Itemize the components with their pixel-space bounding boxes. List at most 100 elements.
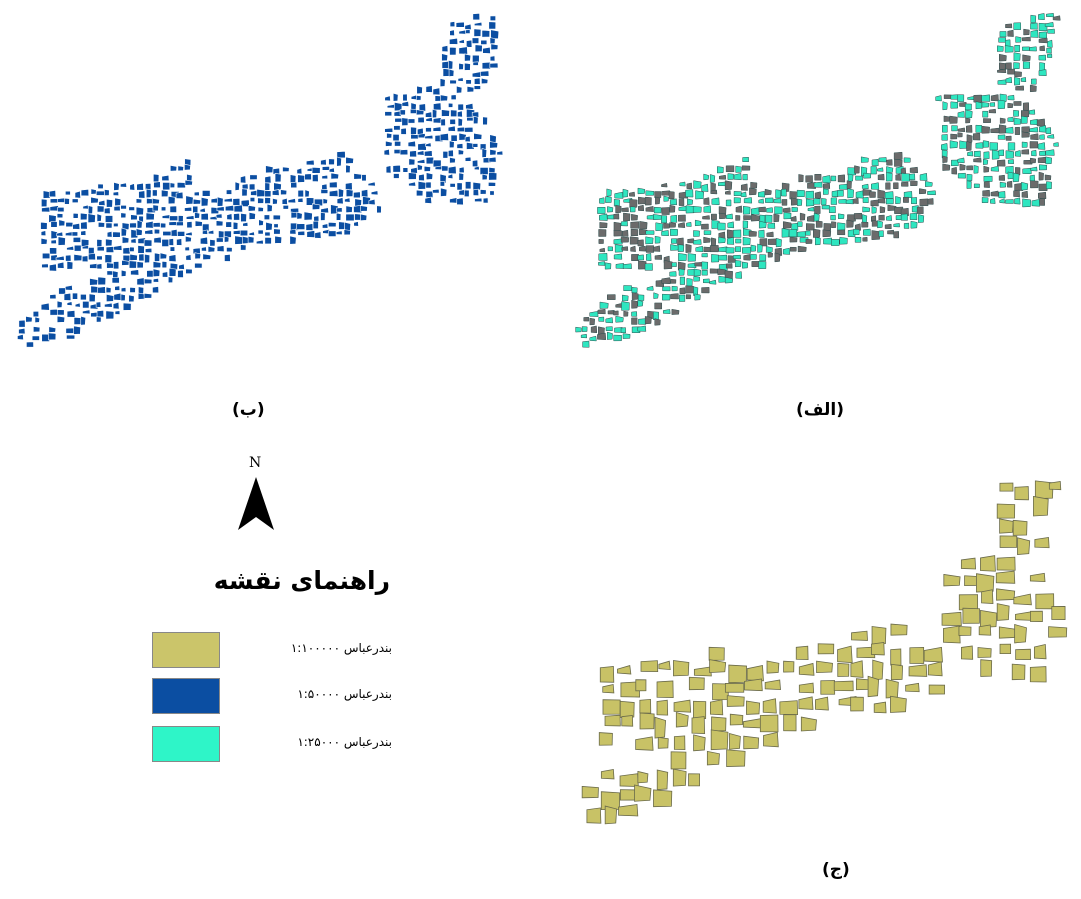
map-alef-block-136 — [1045, 149, 1055, 156]
map-alef-block-45 — [1020, 77, 1027, 83]
map-be-block-226 — [425, 181, 432, 189]
map-jim-block-12 — [980, 555, 996, 572]
map-be-block-138 — [496, 150, 504, 156]
map-alef-block-382 — [735, 215, 741, 221]
map-be-block-261 — [338, 188, 344, 198]
map-alef-block-191 — [837, 174, 846, 183]
map-be-block-288 — [185, 195, 194, 205]
map-be-block-1 — [489, 15, 496, 21]
map-alef-block-148 — [982, 158, 989, 165]
map-jim-block-134 — [600, 769, 615, 780]
map-alef-block-193 — [855, 175, 864, 181]
map-jim-block-6 — [999, 518, 1014, 534]
map-be-block-94 — [393, 125, 401, 131]
map-be-block-257 — [297, 189, 304, 198]
map-alef-block-198 — [901, 172, 911, 182]
map-jim-block-138 — [672, 768, 687, 787]
map-be-block-312 — [449, 197, 458, 204]
map-alef-block-306 — [781, 199, 788, 206]
map-alef-block-277 — [903, 191, 913, 199]
map-alef-block-485 — [726, 237, 735, 245]
map-be-block-129 — [399, 149, 409, 156]
map-alef-block-557 — [725, 263, 733, 269]
map-alef-block-586 — [679, 287, 686, 295]
map-be-block-515 — [144, 253, 151, 264]
map-alef-block-312 — [830, 197, 837, 205]
map-be-block-549 — [89, 277, 99, 286]
map-alef-block-334 — [607, 206, 614, 213]
map-alef-block-396 — [853, 212, 863, 220]
map-be-block-190 — [321, 174, 329, 180]
map-alef-block-8 — [1044, 22, 1054, 28]
map-alef-block-114 — [959, 140, 968, 149]
map-be-block-86 — [432, 117, 442, 124]
map-alef-block-605 — [654, 302, 663, 310]
map-alef-block-403 — [909, 212, 918, 221]
map-alef-block-338 — [638, 204, 645, 212]
map-be-block-300 — [281, 197, 288, 205]
map-alef-block-369 — [607, 214, 615, 220]
map-alef-block-572 — [661, 277, 671, 285]
map-be-block-467 — [153, 236, 162, 244]
map-be-block-25 — [441, 53, 449, 62]
map-alef-block-218 — [740, 183, 748, 191]
map-be-block-15 — [466, 39, 473, 48]
map-be-block-609 — [31, 335, 40, 341]
map-alef-block-559 — [742, 261, 749, 269]
map-jim-block-58 — [673, 660, 690, 677]
map-alef-block-261 — [764, 188, 772, 196]
map-alef-block-614 — [662, 309, 671, 314]
map-be-block-408 — [242, 221, 249, 227]
map-be-block-45 — [481, 77, 489, 85]
map-be-block-296 — [249, 197, 256, 202]
map-alef-block-623 — [644, 316, 652, 325]
map-alef-block-12 — [1030, 29, 1039, 38]
map-be-block-542 — [130, 269, 140, 276]
map-alef-block-63 — [975, 101, 983, 110]
map-alef-block-159 — [847, 167, 857, 176]
map-alef-block-31 — [1038, 54, 1046, 61]
map-be-block-292 — [217, 196, 224, 207]
map-be-block-373 — [248, 211, 256, 220]
map-be-block-206 — [129, 183, 136, 191]
map-be-block-32 — [464, 62, 471, 71]
map-be-block-557 — [64, 284, 73, 291]
map-alef-block-43 — [1005, 76, 1013, 84]
map-be-block-284 — [135, 198, 143, 204]
map-jim-block-35 — [958, 626, 972, 636]
map-alef-block-388 — [783, 212, 792, 220]
map-alef-block-41 — [1038, 69, 1047, 77]
map-be-block-396 — [136, 219, 143, 229]
map-be-block-406 — [225, 221, 232, 228]
map-be-block-39 — [480, 70, 490, 77]
map-jim-block-41 — [795, 645, 809, 661]
map-jim-block-11 — [960, 557, 977, 570]
map-be-block-560 — [105, 286, 112, 294]
map-be-block-519 — [185, 254, 192, 261]
map-alef-block-541 — [759, 254, 767, 262]
map-alef-block-241 — [1038, 183, 1048, 191]
map-alef-block-174 — [990, 165, 1000, 172]
map-be-block-405 — [215, 220, 224, 227]
map-be-block-28 — [489, 55, 496, 62]
map-alef-block-631 — [620, 327, 626, 334]
map-alef-block-387 — [773, 213, 780, 223]
map-be-block-225 — [417, 181, 427, 190]
map-alef-block-489 — [767, 238, 777, 245]
map-jim-block-9 — [1017, 537, 1031, 555]
map-jim-block-60 — [709, 659, 727, 674]
map-be-block-478 — [247, 235, 255, 244]
map-be-block-218 — [273, 182, 282, 191]
map-alef-block-346 — [703, 205, 712, 213]
map-alef-block-78 — [949, 115, 958, 124]
map-be-block-237 — [80, 188, 90, 197]
map-be-block-503 — [42, 252, 51, 259]
caption-alef: (الف) — [796, 400, 844, 420]
map-jim-block-22 — [1013, 593, 1032, 606]
map-jim-block-39 — [1048, 626, 1068, 638]
map-alef-block-117 — [982, 140, 990, 148]
map-jim-block-115 — [691, 716, 706, 734]
map-be-block-565 — [152, 286, 160, 294]
map-be-block-215 — [241, 183, 249, 190]
caption-jim: (ج) — [822, 860, 850, 880]
